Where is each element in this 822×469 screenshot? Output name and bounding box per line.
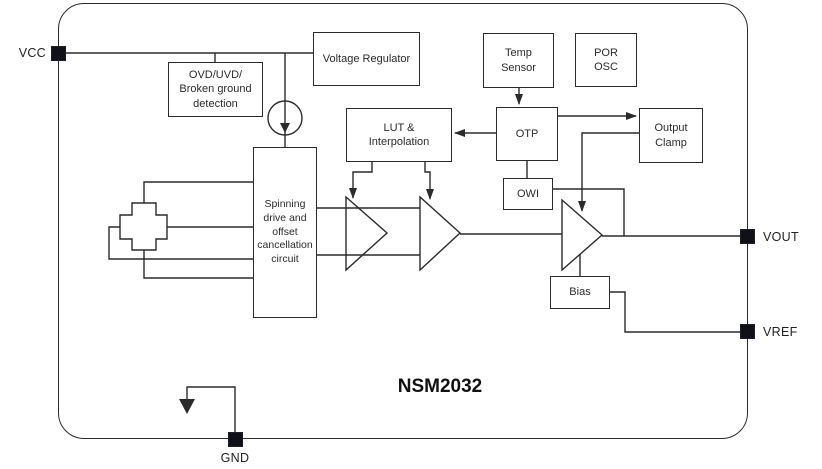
pin-vref-label: VREF <box>763 325 798 339</box>
block-por-osc: POR OSC <box>575 33 637 87</box>
wire-hall-bottom <box>143 250 253 279</box>
pin-vout-label: VOUT <box>763 230 799 244</box>
block-lut-interpolation: LUT & Interpolation <box>346 108 452 162</box>
block-bias: Bias <box>550 276 610 309</box>
current-source-arrow-icon <box>280 123 290 133</box>
block-por-osc-label: POR OSC <box>594 46 618 73</box>
block-lut-interpolation-label: LUT & Interpolation <box>368 121 430 148</box>
block-owi-label: OWI <box>517 187 539 200</box>
pin-vcc <box>51 46 66 61</box>
wire-owi-to-vout <box>553 188 625 236</box>
block-otp: OTP <box>496 107 558 161</box>
block-bias-label: Bias <box>569 286 591 299</box>
block-spinning-drive: Spinning drive and offset cancellation c… <box>253 147 317 318</box>
hall-element-cross-icon <box>119 202 168 251</box>
output-amplifier-icon <box>561 198 604 272</box>
wire-clamp-to-amp <box>578 132 639 212</box>
wire-lut-to-amp1 <box>349 162 373 199</box>
pin-vcc-label: VCC <box>18 46 46 60</box>
pin-vref <box>740 324 755 339</box>
wire-hall-top <box>143 181 253 203</box>
pin-gnd <box>228 432 243 447</box>
block-voltage-regulator: Voltage Regulator <box>313 32 420 86</box>
wire-hall-left <box>108 226 253 260</box>
block-output-clamp-label: Output Clamp <box>654 122 688 149</box>
block-owi: OWI <box>503 178 553 210</box>
wire-gnd <box>186 386 236 432</box>
amplifier-2-icon <box>419 195 462 272</box>
pin-gnd-label: GND <box>220 451 250 465</box>
chip-body-outline <box>58 3 748 439</box>
block-otp-label: OTP <box>515 127 539 140</box>
chip-name: NSM2032 <box>397 376 483 397</box>
ground-arrow-icon <box>179 399 195 414</box>
block-temp-sensor-label: Temp Sensor <box>501 47 536 74</box>
wire-bias-to-vref <box>610 291 740 333</box>
block-spinning-drive-label: Spinning drive and offset cancellation c… <box>257 198 313 265</box>
wire-lut-to-amp2 <box>424 162 434 200</box>
block-temp-sensor: Temp Sensor <box>483 33 554 88</box>
block-ovd-uvd-label: OVD/UVD/ Broken ground detection <box>179 69 252 110</box>
amplifier-1-icon <box>345 195 389 272</box>
block-ovd-uvd: OVD/UVD/ Broken ground detection <box>168 62 263 117</box>
pin-vout <box>740 229 755 244</box>
block-output-clamp: Output Clamp <box>639 108 703 163</box>
block-voltage-regulator-label: Voltage Regulator <box>322 52 411 65</box>
